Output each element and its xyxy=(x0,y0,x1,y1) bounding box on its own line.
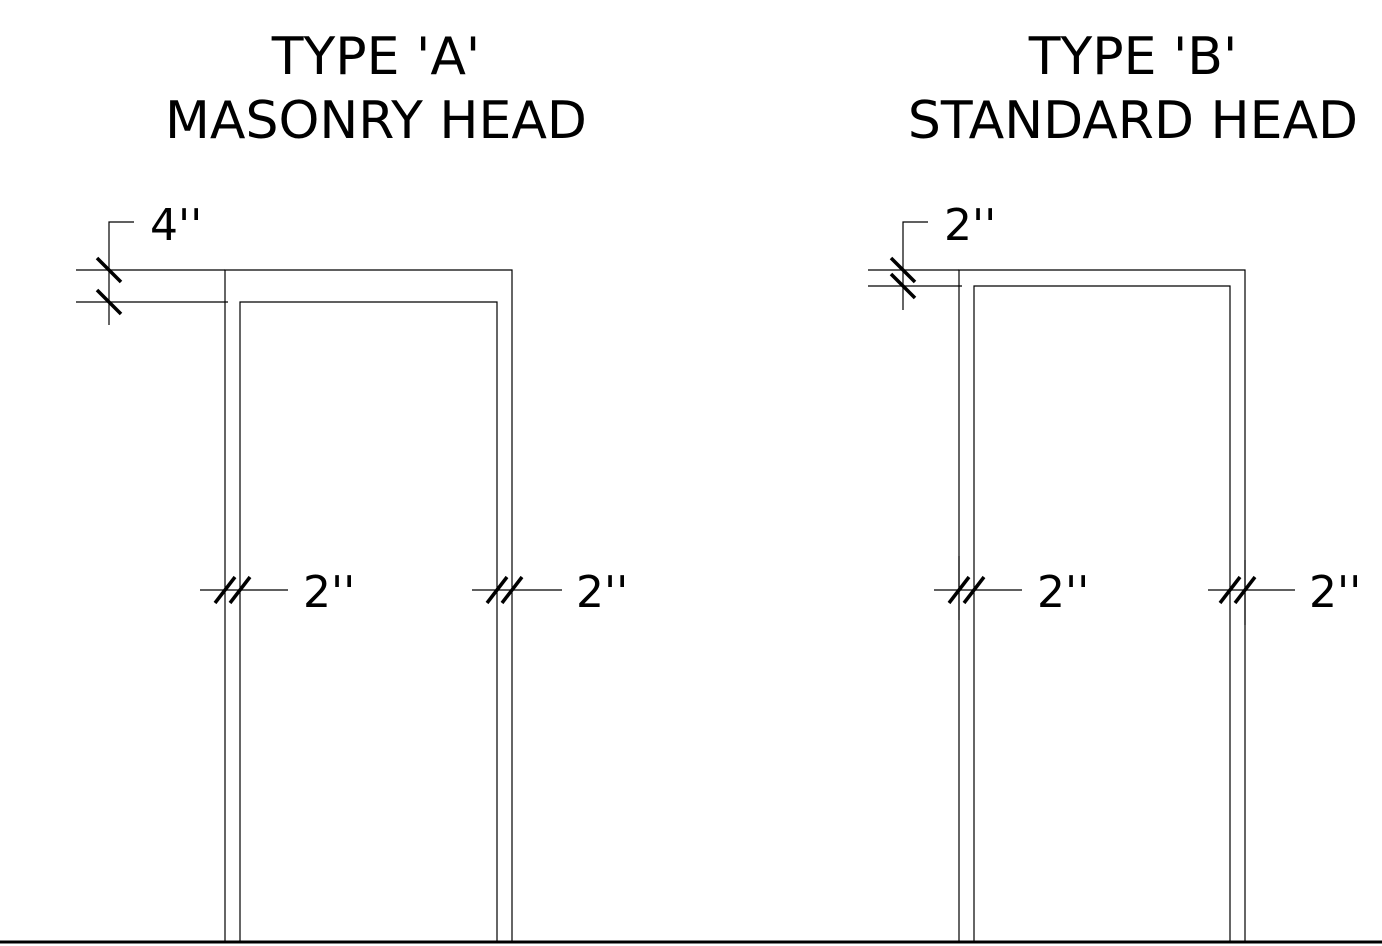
frame-a-left-jamb-dimension: 2'' xyxy=(200,567,355,618)
frame-a-title-name: MASONRY HEAD xyxy=(165,91,587,151)
frame-b-title-name: STANDARD HEAD xyxy=(908,91,1358,151)
frame-b-head-dimension: 2'' xyxy=(868,200,996,310)
frame-a-right-jamb-dim-label: 2'' xyxy=(576,567,628,618)
frame-a-title-type: TYPE 'A' xyxy=(271,27,480,87)
frame-a-left-jamb-dim-label: 2'' xyxy=(303,567,355,618)
frame-b-right-jamb-dim-label: 2'' xyxy=(1309,567,1361,618)
frame-a-inner-profile xyxy=(239,301,498,942)
frame-b-head-dim-label: 2'' xyxy=(944,200,996,251)
frame-b-group: TYPE 'B' STANDARD HEAD 2'' 2'' xyxy=(868,27,1361,942)
frame-a-head-dim-label: 4'' xyxy=(150,200,202,251)
frame-a-right-jamb-dimension: 2'' xyxy=(472,567,628,618)
frame-b-right-jamb-dimension: 2'' xyxy=(1208,560,1361,625)
frame-b-left-jamb-dimension: 2'' xyxy=(934,556,1089,620)
frame-a-group: TYPE 'A' MASONRY HEAD 4'' 2'' 2'' xyxy=(76,27,628,942)
frame-a-outer-profile xyxy=(224,269,513,942)
frame-b-inner-profile xyxy=(973,285,1231,942)
frame-b-title-type: TYPE 'B' xyxy=(1028,27,1238,87)
frame-a-head-dimension: 4'' xyxy=(76,200,228,325)
frame-b-left-jamb-dim-label: 2'' xyxy=(1037,567,1089,618)
frame-b-outer-profile xyxy=(958,269,1246,942)
